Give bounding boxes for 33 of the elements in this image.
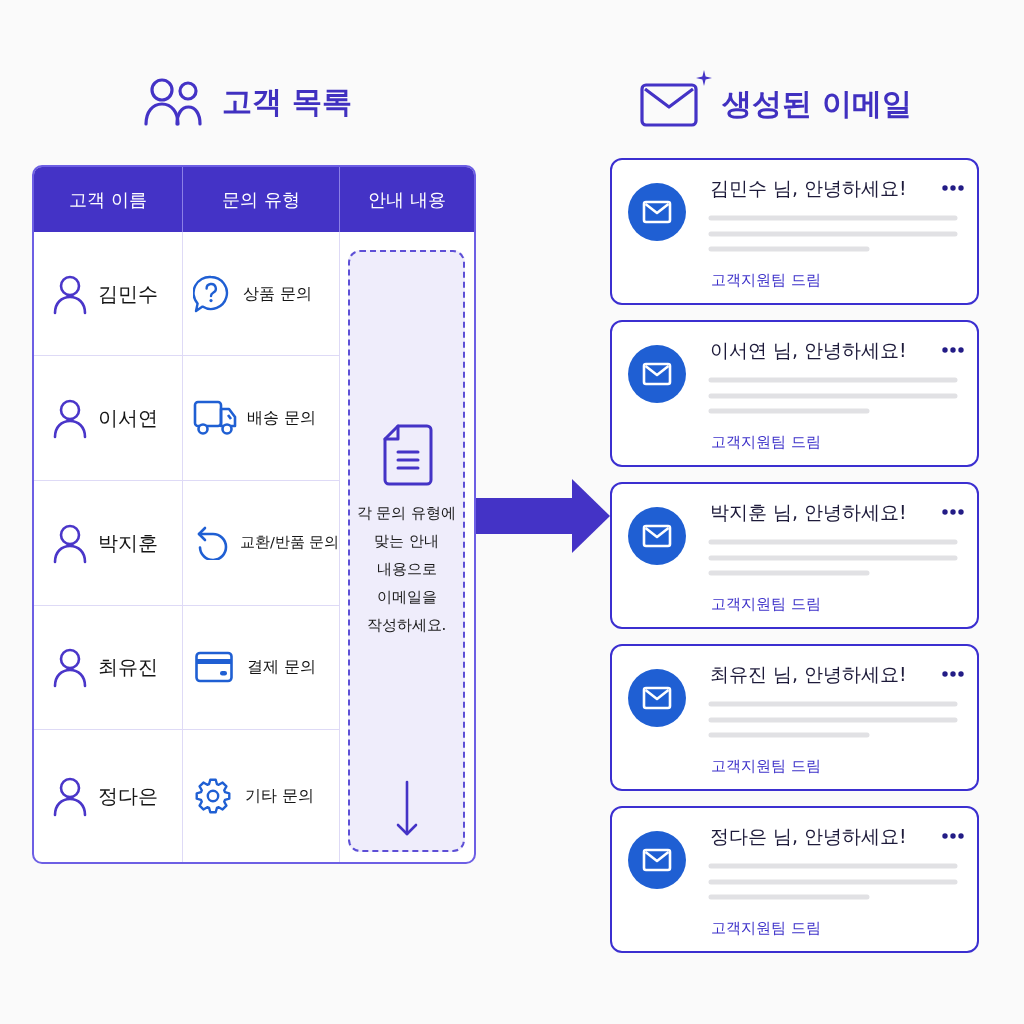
dashed-note-box (348, 250, 465, 852)
email-greeting: 김민수 님, 안녕하세요! (710, 177, 907, 200)
email-signature: 고객지원팀 드림 (711, 595, 821, 613)
instruction-text: 각 문의 유형에 맞는 안내 내용으로 이메일을 작성하세요. (355, 503, 458, 636)
customer-name: 이서연 (98, 405, 158, 430)
email-card (610, 644, 979, 791)
inquiry-type: 기타 문의 (245, 785, 315, 806)
column-header: 문의 유형 (182, 167, 339, 232)
email-signature: 고객지원팀 드림 (711, 433, 821, 451)
customer-name: 김민수 (98, 281, 158, 306)
block-arrow (476, 479, 610, 553)
inquiry-type: 상품 문의 (243, 283, 313, 304)
customer-name: 박지훈 (98, 530, 158, 555)
email-signature: 고객지원팀 드림 (711, 271, 821, 289)
email-signature: 고객지원팀 드림 (711, 919, 821, 937)
email-card (610, 158, 979, 305)
section-heading: 생성된 이메일 (722, 86, 913, 122)
email-card (610, 320, 979, 467)
section-heading: 고객 목록 (222, 84, 353, 120)
column-header: 안내 내용 (339, 167, 474, 232)
email-card (610, 806, 979, 953)
inquiry-type: 배송 문의 (247, 407, 317, 428)
inquiry-type: 교환/반품 문의 (240, 533, 340, 552)
customer-name: 정다은 (98, 783, 158, 808)
email-greeting: 박지훈 님, 안녕하세요! (710, 501, 907, 524)
column-header: 고객 이름 (34, 167, 182, 232)
customer-name: 최유진 (98, 655, 158, 679)
email-card (610, 482, 979, 629)
email-greeting: 최유진 님, 안녕하세요! (710, 663, 907, 686)
email-greeting: 이서연 님, 안녕하세요! (710, 339, 907, 362)
email-greeting: 정다은 님, 안녕하세요! (710, 825, 907, 848)
email-signature: 고객지원팀 드림 (711, 757, 821, 775)
inquiry-type: 결제 문의 (247, 657, 317, 677)
